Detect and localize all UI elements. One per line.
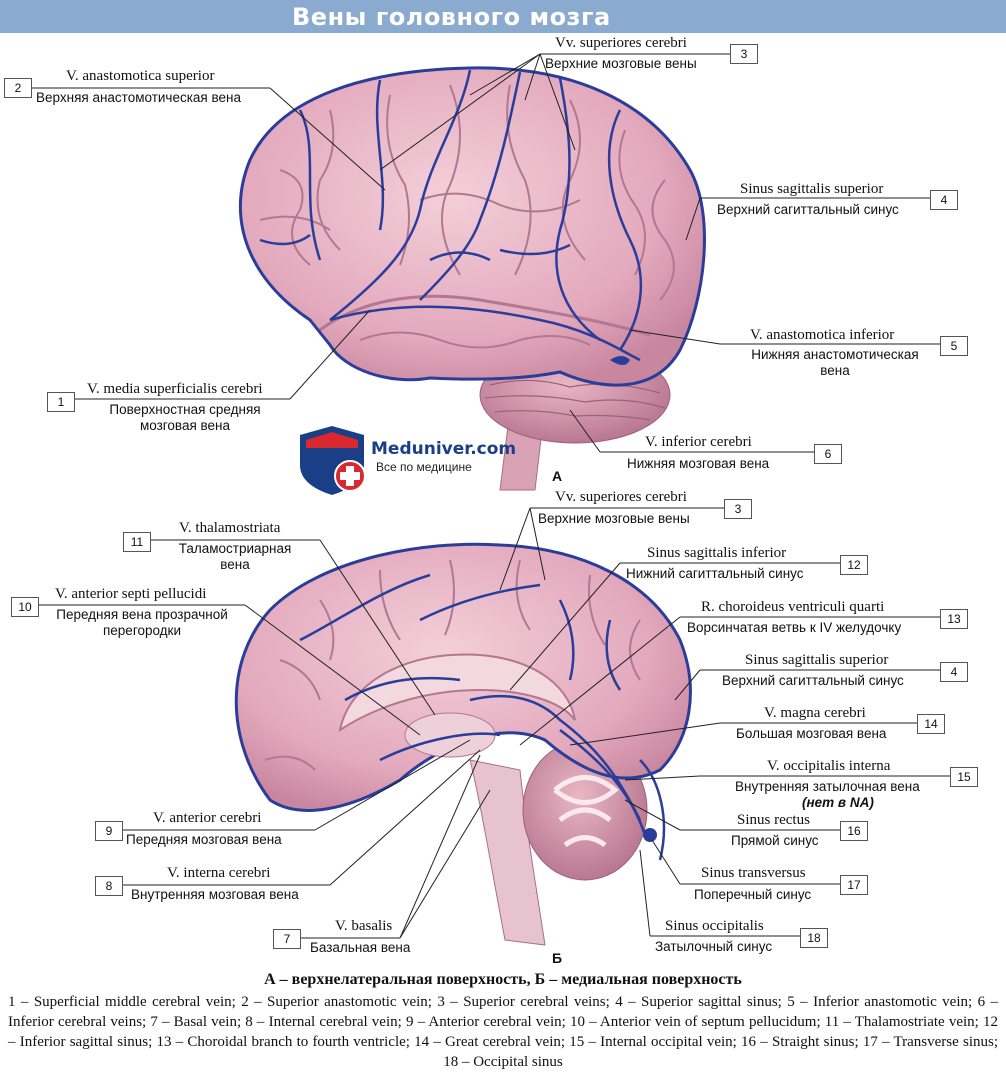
label-russian-7: Базальная вена [310, 940, 411, 955]
lateral-brain [238, 66, 706, 491]
num-box-10: 10 [11, 597, 39, 617]
label-russian-5: Нижняя анастомотическая [751, 347, 919, 362]
num-box-1: 1 [47, 392, 75, 412]
logo-subtitle: Все по медицине [376, 460, 472, 474]
label-latin-5: V. anastomotica inferior [750, 327, 895, 343]
label-latin-15: V. occipitalis interna [767, 758, 891, 774]
num-box-5: 5 [940, 336, 968, 356]
num-box-9: 9 [95, 821, 123, 841]
label-note-15: (нет в NA) [802, 795, 874, 810]
num-box-13: 13 [940, 609, 968, 629]
label-russian-8: Внутренняя мозговая вена [131, 887, 299, 902]
label-latin-4b: Sinus sagittalis superior [745, 652, 889, 668]
label-russian-6: Нижняя мозговая вена [627, 456, 770, 471]
label-russian-1-line2: мозговая вена [139, 418, 231, 433]
label-russian-3a: Верхние мозговые вены [545, 56, 697, 71]
header-bar: Вены головного мозга [0, 0, 1006, 33]
arbor-vitae-b [553, 775, 619, 848]
label-latin-16: Sinus rectus [737, 812, 810, 828]
label-russian-1: Поверхностная средняя [109, 402, 261, 417]
label-russian-11-line2: вена [220, 557, 250, 572]
label-latin-3a: Vv. superiores cerebri [555, 35, 687, 51]
label-russian-14: Большая мозговая вена [736, 726, 887, 741]
label-latin-3b: Vv. superiores cerebri [555, 489, 687, 505]
gyri-b [264, 559, 641, 771]
cerebrum-a [238, 66, 706, 387]
num-box-3b: 3 [724, 499, 752, 519]
num-box-18: 18 [800, 928, 828, 948]
label-russian-17: Поперечный синус [694, 887, 812, 902]
corpus-callosum-b [338, 653, 576, 733]
num-box-3a: 3 [730, 44, 758, 64]
label-latin-7: V. basalis [335, 918, 393, 934]
logo-name: Meduniver.com [371, 439, 517, 459]
num-box-7: 7 [273, 929, 301, 949]
transverse-vein-end-a [610, 356, 630, 365]
figure-letter-b: Б [552, 950, 563, 966]
label-russian-10: Передняя вена прозрачной [56, 607, 228, 622]
logo-shield-icon [300, 426, 366, 495]
label-russian-16: Прямой синус [731, 833, 819, 848]
label-russian-3b: Верхние мозговые вены [538, 511, 690, 526]
lateral-sulcus-a [319, 294, 651, 337]
label-russian-11: Таламостриарная [178, 541, 292, 556]
label-latin-10: V. anterior septi pellucidi [55, 586, 207, 602]
num-box-14: 14 [917, 714, 945, 734]
label-russian-10-line2: перегородки [102, 623, 181, 638]
label-russian-15: Внутренняя затылочная вена [735, 779, 920, 794]
label-latin-1: V. media superficialis cerebri [87, 381, 263, 397]
num-box-2: 2 [4, 78, 32, 98]
label-latin-18: Sinus occipitalis [665, 918, 764, 934]
label-latin-4a: Sinus sagittalis superior [740, 181, 884, 197]
label-latin-2: V. anastomotica superior [66, 68, 215, 84]
num-box-8: 8 [95, 876, 123, 896]
label-russian-9: Передняя мозговая вена [126, 832, 282, 847]
num-box-17: 17 [840, 875, 868, 895]
figure-letter-a: А [552, 468, 563, 484]
figure-legend: 1 – Superficial middle cerebral vein; 2 … [8, 994, 998, 1070]
num-box-16: 16 [840, 821, 868, 841]
label-latin-13: R. choroideus ventriculi quarti [701, 599, 885, 615]
num-box-12: 12 [840, 555, 868, 575]
label-russian-4a: Верхний сагиттальный синус [717, 202, 899, 217]
veins-b [299, 573, 666, 861]
label-russian-13: Ворсинчатая ветвь к IV желудочку [687, 620, 902, 635]
label-russian-5-line2: вена [820, 363, 850, 378]
label-russian-12: Нижний сагиттальный синус [626, 566, 804, 581]
label-latin-17: Sinus transversus [701, 865, 806, 881]
leader-lines-b [38, 507, 950, 939]
num-box-11: 11 [123, 532, 151, 552]
num-box-15: 15 [950, 767, 978, 787]
transverse-sinus-end-b [643, 828, 657, 842]
num-box-4b: 4 [940, 662, 968, 682]
label-latin-6: V. inferior cerebri [645, 434, 752, 450]
label-russian-4b: Верхний сагиттальный синус [722, 673, 904, 688]
label-latin-11: V. thalamostriata [179, 520, 281, 536]
num-box-6: 6 [814, 444, 842, 464]
label-latin-9: V. anterior cerebri [153, 810, 262, 826]
page-title: Вены головного мозга [292, 3, 611, 31]
cerebellum-folia-a [484, 379, 666, 421]
leader-lines-a [32, 53, 940, 453]
num-box-4a: 4 [930, 190, 958, 210]
figure-caption: А – верхнелатеральная поверхность, Б – м… [264, 971, 742, 988]
label-latin-8: V. interna cerebri [167, 865, 271, 881]
veins-a [259, 69, 643, 362]
thalamus-b [404, 712, 496, 758]
label-russian-18: Затылочный синус [655, 939, 773, 954]
label-latin-14: V. magna cerebri [764, 705, 866, 721]
label-latin-12: Sinus sagittalis inferior [647, 545, 787, 561]
label-russian-2: Верхняя анастомотическая вена [36, 90, 241, 105]
